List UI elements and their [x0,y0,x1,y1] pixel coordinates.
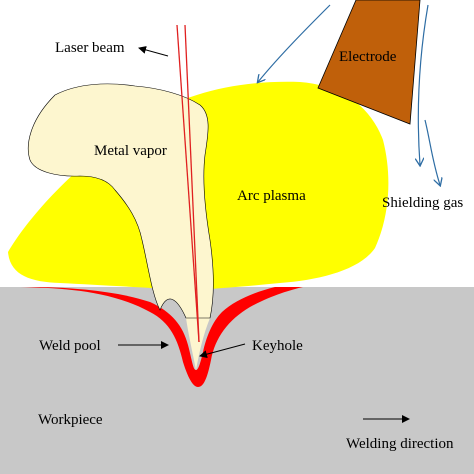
shielding-gas-arrow-left [258,4,331,82]
weld-pool [20,287,303,387]
metal-vapor-label: Metal vapor [94,143,167,159]
weld-pool-label: Weld pool [39,338,101,354]
keyhole-label: Keyhole [252,338,303,354]
electrode [317,0,421,125]
shielding-gas-label: Shielding gas [382,195,463,211]
welding-direction-label: Welding direction [346,436,454,452]
laser-beam-arrow [138,46,169,57]
shielding-gas-arrow-right [424,119,440,185]
shielding-gas-arrow-middle [418,4,429,165]
keyhole-arrow [199,343,246,359]
laser-beam-line-left [176,24,200,343]
arc-plasma-label: Arc plasma [237,188,306,204]
electrode-label: Electrode [339,49,397,65]
laser-beam-line-right [184,24,200,343]
workpiece-label: Workpiece [38,412,103,428]
workpiece [0,287,474,474]
laser-beam-label: Laser beam [55,40,125,56]
keyhole [186,318,210,370]
metal-vapor [27,83,214,319]
